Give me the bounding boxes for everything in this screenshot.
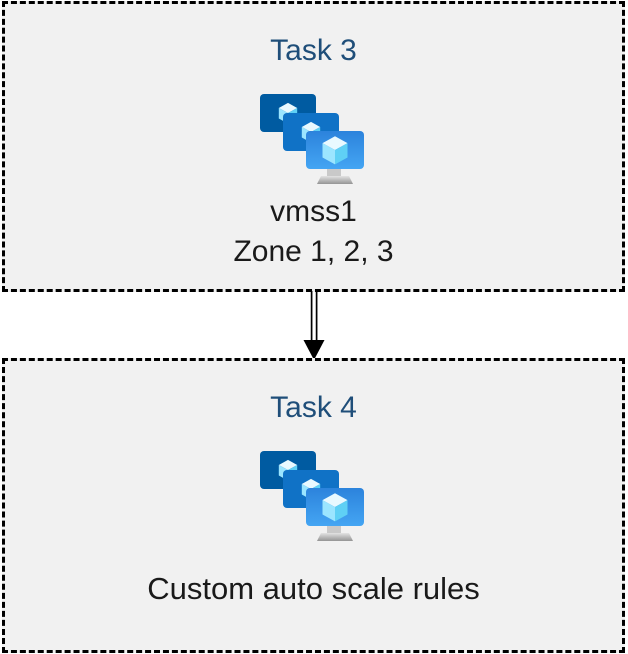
task3-box: Task 3 vmss1 Zone 1, 2, 3: [2, 1, 625, 292]
vmss-name-label: vmss1: [270, 195, 357, 228]
task4-title: Task 4: [270, 391, 357, 424]
down-arrow-icon: [303, 291, 325, 360]
autoscale-rules-label: Custom auto scale rules: [147, 571, 480, 606]
vm-scale-sets-icon: [260, 94, 368, 186]
task3-labels: vmss1 Zone 1, 2, 3: [233, 192, 393, 272]
zones-label: Zone 1, 2, 3: [233, 235, 394, 268]
task4-box: Task 4 Custom auto scale rules: [2, 358, 625, 653]
task3-title: Task 3: [270, 34, 357, 67]
vm-scale-sets-icon: [260, 451, 368, 543]
task4-labels: Custom auto scale rules: [147, 569, 480, 609]
